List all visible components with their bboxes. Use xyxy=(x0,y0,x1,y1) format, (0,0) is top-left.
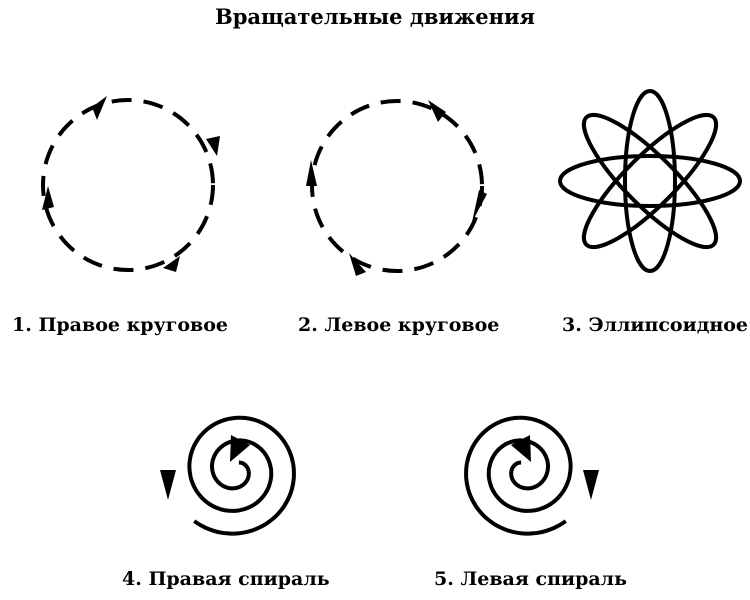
figure-label-right-spiral: 4. Правая спираль xyxy=(122,568,330,590)
diagram-title: Вращательные движения xyxy=(214,4,536,29)
figure-label-ellipsoid: 3. Эллипсоидное xyxy=(562,314,749,336)
counterclockwise-dashed-circle-icon xyxy=(306,99,487,276)
left-spiral-icon xyxy=(464,415,599,536)
four-ellipse-flower-icon xyxy=(558,89,742,273)
figure-label-left-spiral: 5. Левая спираль xyxy=(434,568,627,590)
figure-label-left-circular: 2. Левое круговое xyxy=(298,314,500,336)
figure-label-right-circular: 1. Правое круговое xyxy=(12,314,229,336)
right-spiral-icon xyxy=(160,415,296,536)
clockwise-dashed-circle-icon xyxy=(41,96,220,272)
